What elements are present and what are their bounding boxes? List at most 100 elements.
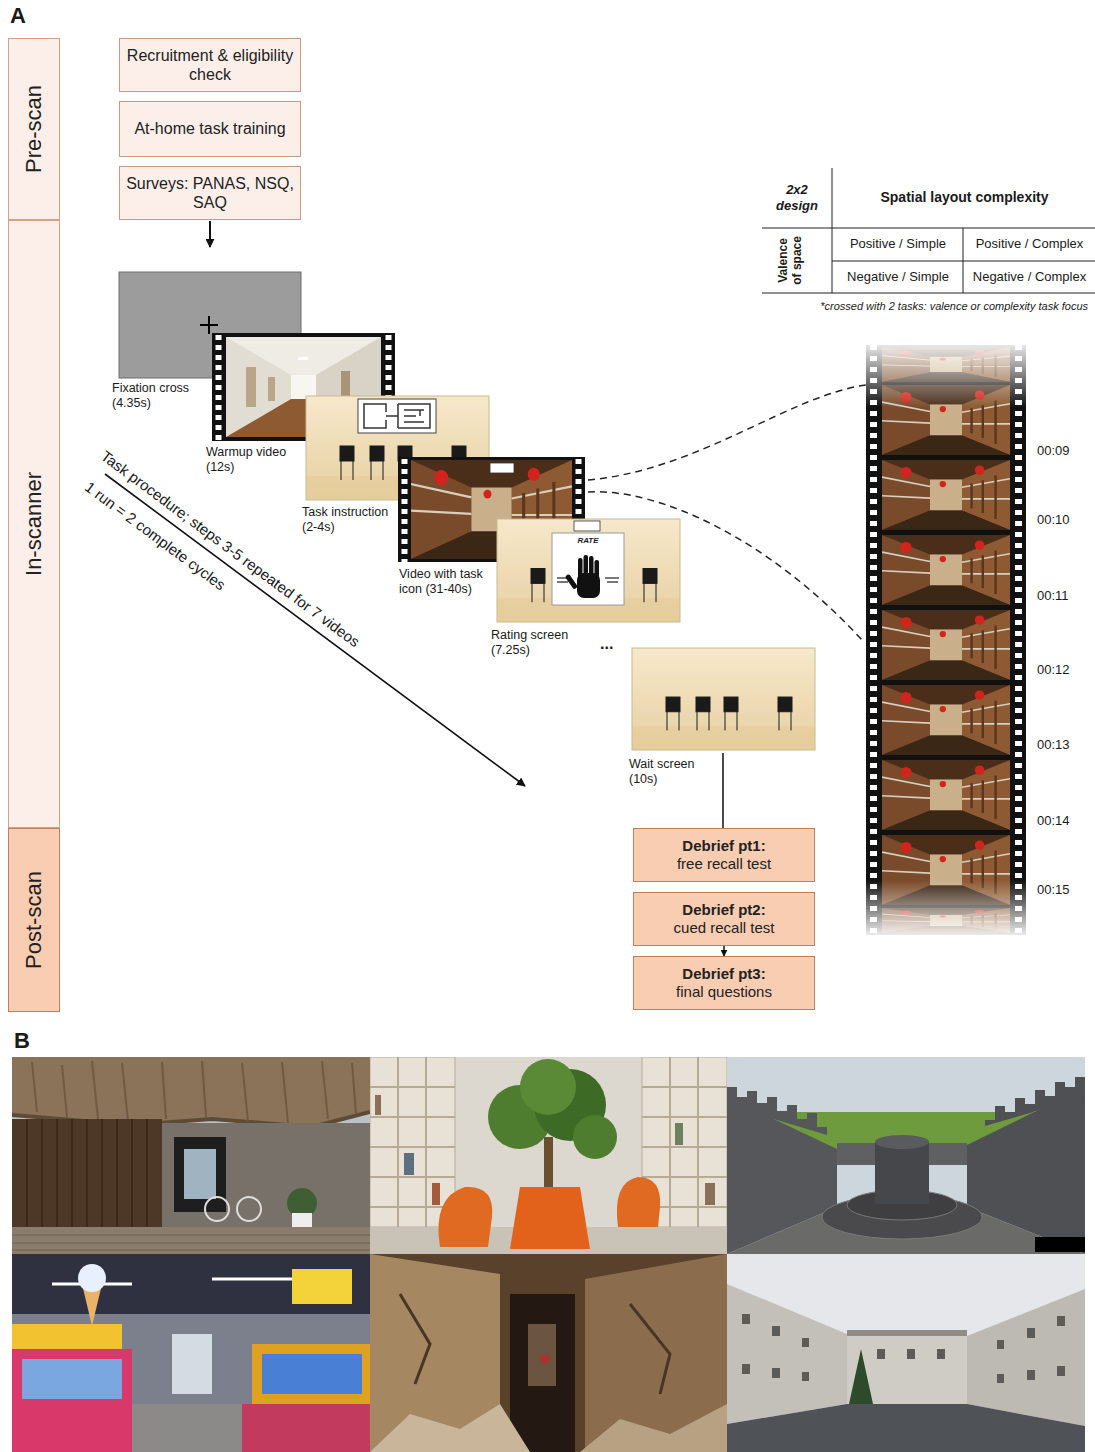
box-text: cued recall test [674,919,775,937]
photo-thatched-hut [184,1149,216,1199]
photo-library [510,1187,590,1249]
wait-screen [632,648,815,750]
photo-castle [727,1057,1085,1254]
rating-screen [565,574,578,590]
screen-caption: Rating screen (7.25s) [491,628,589,658]
photo-ruin [540,1354,550,1364]
photo-thatched-hut [292,1213,312,1229]
photo-library [432,1183,440,1205]
photo-prison [1057,1366,1065,1376]
photo-library [617,1177,660,1227]
photo-library [675,1123,683,1145]
photo-prison [997,1340,1004,1349]
photo-prison [727,1254,1085,1452]
warmup-film [216,335,222,441]
film-strip [860,880,1032,940]
photo-prison [727,1404,1085,1452]
photo-ruin [370,1404,530,1452]
photo-castle [875,1142,929,1204]
photo-library [370,1057,455,1227]
film-strip [860,338,1032,408]
flow-connector [723,946,725,956]
table-corner: 2x2 design [768,182,826,213]
phase-band: Post-scan [8,828,60,1012]
timestamp: 00:10 [1037,512,1070,528]
box-text: At-home task training [134,119,285,138]
table-cell: Positive / Simple [834,236,962,252]
timestamp: 00:09 [1037,443,1070,459]
photo-castle [875,1135,929,1149]
rating-screen [497,519,680,622]
photo-library [404,1153,414,1175]
timestamp: 00:15 [1037,882,1070,898]
photo-castle [985,1077,1085,1126]
table-rule [832,168,833,293]
instruction-screen [358,399,436,433]
photo-arcade [78,1264,106,1292]
film-strip [870,345,877,935]
rating-screen [595,560,600,578]
screen-caption: Warmup video (12s) [206,445,301,475]
process-box: At-home task training [119,101,301,157]
photo-prison [742,1314,750,1324]
film-strip [882,460,1010,530]
photo-ruin [370,1254,727,1452]
photo-thatched-hut [12,1235,370,1250]
zoom-leader [588,385,866,640]
photo-library [438,1187,492,1247]
photo-thatched-hut [12,1227,370,1254]
photo-prison [742,1364,750,1374]
photo-ruin [528,1324,556,1386]
photo-castle [727,1057,1085,1254]
photo-library [520,1059,576,1115]
instruction-screen [364,404,430,428]
timestamp: 00:14 [1037,813,1070,829]
phase-band: Pre-scan [8,38,60,220]
rating-screen [552,533,624,605]
screen-caption: Video with task icon (31-40s) [399,567,495,597]
photo-prison [802,1372,809,1381]
photo-prison [967,1289,1085,1426]
table-note: *crossed with 2 tasks: valence or comple… [760,300,1088,313]
box-text: Surveys: PANAS, NSQ, SAQ [126,174,294,212]
photo-castle [727,1087,827,1135]
photo-prison [1027,1370,1035,1380]
photo-thatched-hut [237,1197,261,1221]
photo-prison [907,1349,915,1359]
table-cell: Negative / Complex [964,269,1095,285]
photo-arcade [22,1359,122,1399]
rating-screen [574,521,600,531]
zoom-leader [588,492,862,640]
band-label: In-scanner [21,472,47,576]
photo-arcade [172,1334,212,1394]
photo-prison [847,1334,967,1404]
film-strip [882,535,1010,605]
photo-prison [772,1326,780,1336]
photo-ruin [400,1294,670,1394]
debrief-box: Debrief pt1:free recall test [633,828,815,882]
rating-screen [584,555,589,577]
band-label: Pre-scan [21,85,47,173]
photo-prison [772,1368,780,1378]
screen-caption: Wait screen (10s) [629,757,719,787]
photo-thatched-hut [162,1123,370,1229]
timestamp: 00:11 [1037,588,1069,604]
photo-thatched-hut [12,1119,162,1229]
photo-arcade [262,1354,362,1394]
photo-arcade [12,1254,370,1452]
photo-prison [847,1330,967,1336]
photo-thatched-hut [32,1061,356,1123]
rating-screen [497,519,680,622]
rating-screen [578,558,583,578]
photo-ruin [370,1254,727,1452]
box-heading: Debrief pt1: [682,837,765,855]
table-cell: Positive / Complex [964,236,1095,252]
photo-thatched-hut [174,1137,226,1212]
photo-prison [937,1349,945,1359]
film-strip [866,345,1026,935]
film-strip [882,760,1010,830]
wait-screen [632,648,815,750]
photo-arcade [12,1349,132,1452]
box-text: free recall test [677,855,771,873]
